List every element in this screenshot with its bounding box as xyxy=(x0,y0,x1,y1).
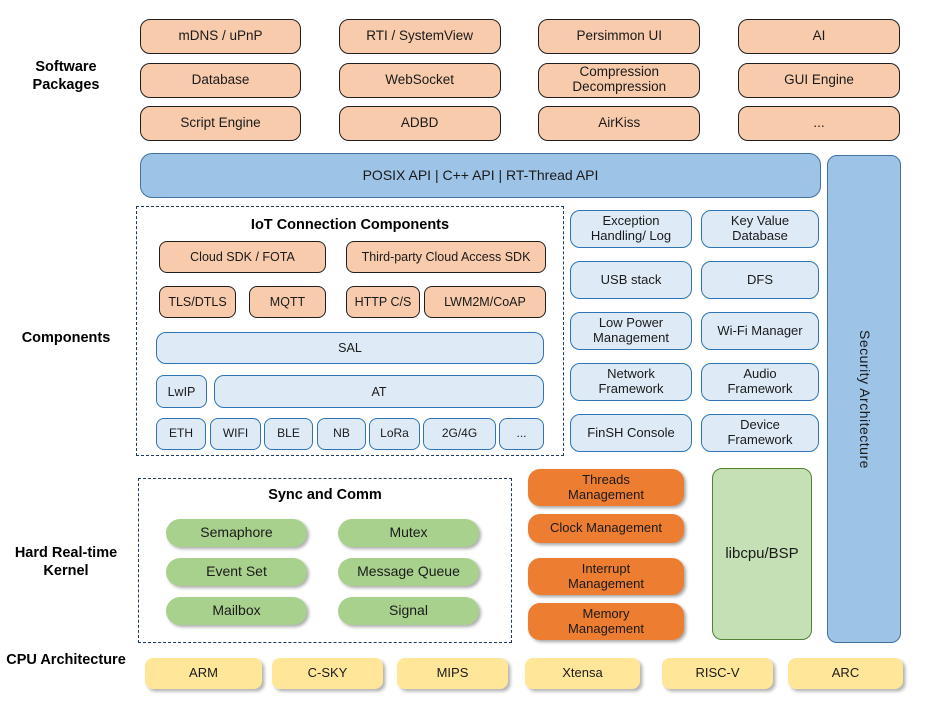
cpu-arch-arm: ARM xyxy=(145,658,262,689)
cpu-arch-csky: C-SKY xyxy=(272,658,383,689)
link-box: WIFI xyxy=(210,418,261,450)
third-party-box: Third-party Cloud Access SDK xyxy=(346,241,546,273)
protocol-box: MQTT xyxy=(249,286,326,318)
mgmt-box-memory: Memory Management xyxy=(528,603,684,640)
package-box: Database xyxy=(140,62,301,98)
link-box: ETH xyxy=(156,418,206,450)
kernel-pill-mutex: Mutex xyxy=(338,519,479,547)
kernel-pill-signal: Signal xyxy=(338,597,479,625)
section-label-cpu-architecture: CPU Architecture xyxy=(6,652,126,668)
component-box-key-value-db: Key Value Database xyxy=(701,210,819,248)
protocol-box: TLS/DTLS xyxy=(159,286,236,318)
cloud-sdk-box: Cloud SDK / FOTA xyxy=(159,241,326,273)
link-box: BLE xyxy=(264,418,313,450)
link-box: NB xyxy=(317,418,366,450)
section-label-components: Components xyxy=(21,330,111,346)
kernel-pill-mailbox: Mailbox xyxy=(166,597,307,625)
component-box-device-fw: Device Framework xyxy=(701,414,819,452)
cpu-arch-mips: MIPS xyxy=(397,658,508,689)
package-box: Compression Decompression xyxy=(538,62,701,98)
package-box: ... xyxy=(737,106,900,141)
sync-comm-container: Sync and Comm Semaphore Mutex Event Set … xyxy=(138,478,512,643)
package-box: ADBD xyxy=(338,106,501,141)
package-box: Persimmon UI xyxy=(538,19,701,54)
libcpu-bsp-box: libcpu/BSP xyxy=(712,468,812,640)
section-label-kernel: Hard Real-time Kernel xyxy=(14,545,118,579)
package-box: AirKiss xyxy=(538,106,701,141)
kernel-pill-message-queue: Message Queue xyxy=(338,558,479,586)
iot-connection-title: IoT Connection Components xyxy=(250,217,450,233)
package-box: mDNS / uPnP xyxy=(140,19,301,54)
component-box-finsh-console: FinSH Console xyxy=(570,414,692,452)
protocol-box: LWM2M/CoAP xyxy=(424,286,546,318)
sal-layer: SAL xyxy=(156,332,544,364)
component-box-exception-log: Exception Handling/ Log xyxy=(570,210,692,248)
component-box-audio-fw: Audio Framework xyxy=(701,363,819,401)
link-box: 2G/4G xyxy=(423,418,496,450)
link-box: ... xyxy=(499,418,544,450)
kernel-pill-semaphore: Semaphore xyxy=(166,519,307,547)
component-box-network-fw: Network Framework xyxy=(570,363,692,401)
section-label-software-packages: Software Packages xyxy=(32,59,100,93)
component-box-wifi-manager: Wi-Fi Manager xyxy=(701,312,819,350)
cpu-arch-xtensa: Xtensa xyxy=(525,658,640,689)
kernel-pill-event-set: Event Set xyxy=(166,558,307,586)
security-architecture-bar: Security Architecture xyxy=(827,155,901,643)
package-box: Script Engine xyxy=(140,106,301,141)
protocol-box: HTTP C/S xyxy=(346,286,420,318)
at-layer: AT xyxy=(214,375,544,408)
cpu-arch-arc: ARC xyxy=(788,658,903,689)
component-box-low-power: Low Power Management xyxy=(570,312,692,350)
mgmt-box-interrupt: Interrupt Management xyxy=(528,558,684,595)
package-box: WebSocket xyxy=(338,62,501,98)
sync-comm-title: Sync and Comm xyxy=(268,487,382,503)
mgmt-box-clock: Clock Management xyxy=(528,514,684,543)
cpu-arch-riscv: RISC-V xyxy=(662,658,773,689)
iot-connection-container: IoT Connection Components Cloud SDK / FO… xyxy=(136,206,564,456)
link-box: LoRa xyxy=(369,418,420,450)
package-box: GUI Engine xyxy=(737,62,900,98)
software-packages-grid: mDNS / uPnP RTI / SystemView Persimmon U… xyxy=(140,19,900,141)
lwip-box: LwIP xyxy=(156,375,207,408)
component-box-dfs: DFS xyxy=(701,261,819,299)
api-bar: POSIX API | C++ API | RT-Thread API xyxy=(140,153,821,198)
package-box: AI xyxy=(737,19,900,54)
package-box: RTI / SystemView xyxy=(338,19,501,54)
mgmt-box-threads: Threads Management xyxy=(528,469,684,506)
component-box-usb-stack: USB stack xyxy=(570,261,692,299)
